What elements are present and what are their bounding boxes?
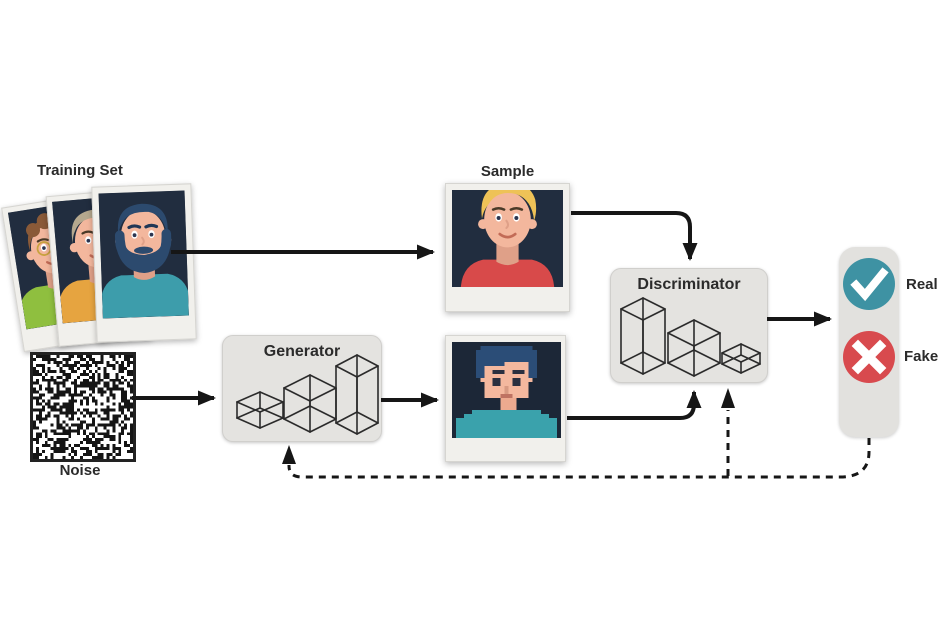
training-face-3: [99, 191, 189, 319]
sample-label: Sample: [445, 163, 570, 180]
check-icon: [842, 257, 896, 311]
fake-label: Fake: [904, 348, 938, 365]
generator-box: Generator: [222, 335, 382, 442]
training-set-stack: [10, 183, 182, 349]
real-label: Real: [906, 276, 938, 293]
feedback-arrowhead-generator: [282, 445, 296, 464]
generated-face-canvas: [452, 342, 561, 438]
noise-image: [30, 352, 136, 462]
discriminator-cuboids-icon: [611, 269, 767, 382]
arrow-generated-to-discriminator: [567, 392, 694, 418]
training-set-label: Training Set: [37, 162, 123, 179]
generated-face: [452, 342, 561, 438]
sample-polaroid: [445, 183, 570, 312]
generator-cuboids-icon: [223, 336, 381, 441]
training-polaroid-3: [91, 183, 196, 342]
feedback-arrowhead-discriminator: [721, 388, 735, 408]
noise-label: Noise: [28, 462, 132, 479]
sample-face: [452, 190, 563, 287]
arrow-sample-to-discriminator: [571, 213, 690, 259]
discriminator-box: Discriminator: [610, 268, 768, 383]
generated-polaroid: [445, 335, 566, 462]
x-icon: [842, 330, 896, 384]
feedback-line-verdict-to-generator: [289, 438, 869, 477]
verdict-panel: [839, 247, 899, 437]
